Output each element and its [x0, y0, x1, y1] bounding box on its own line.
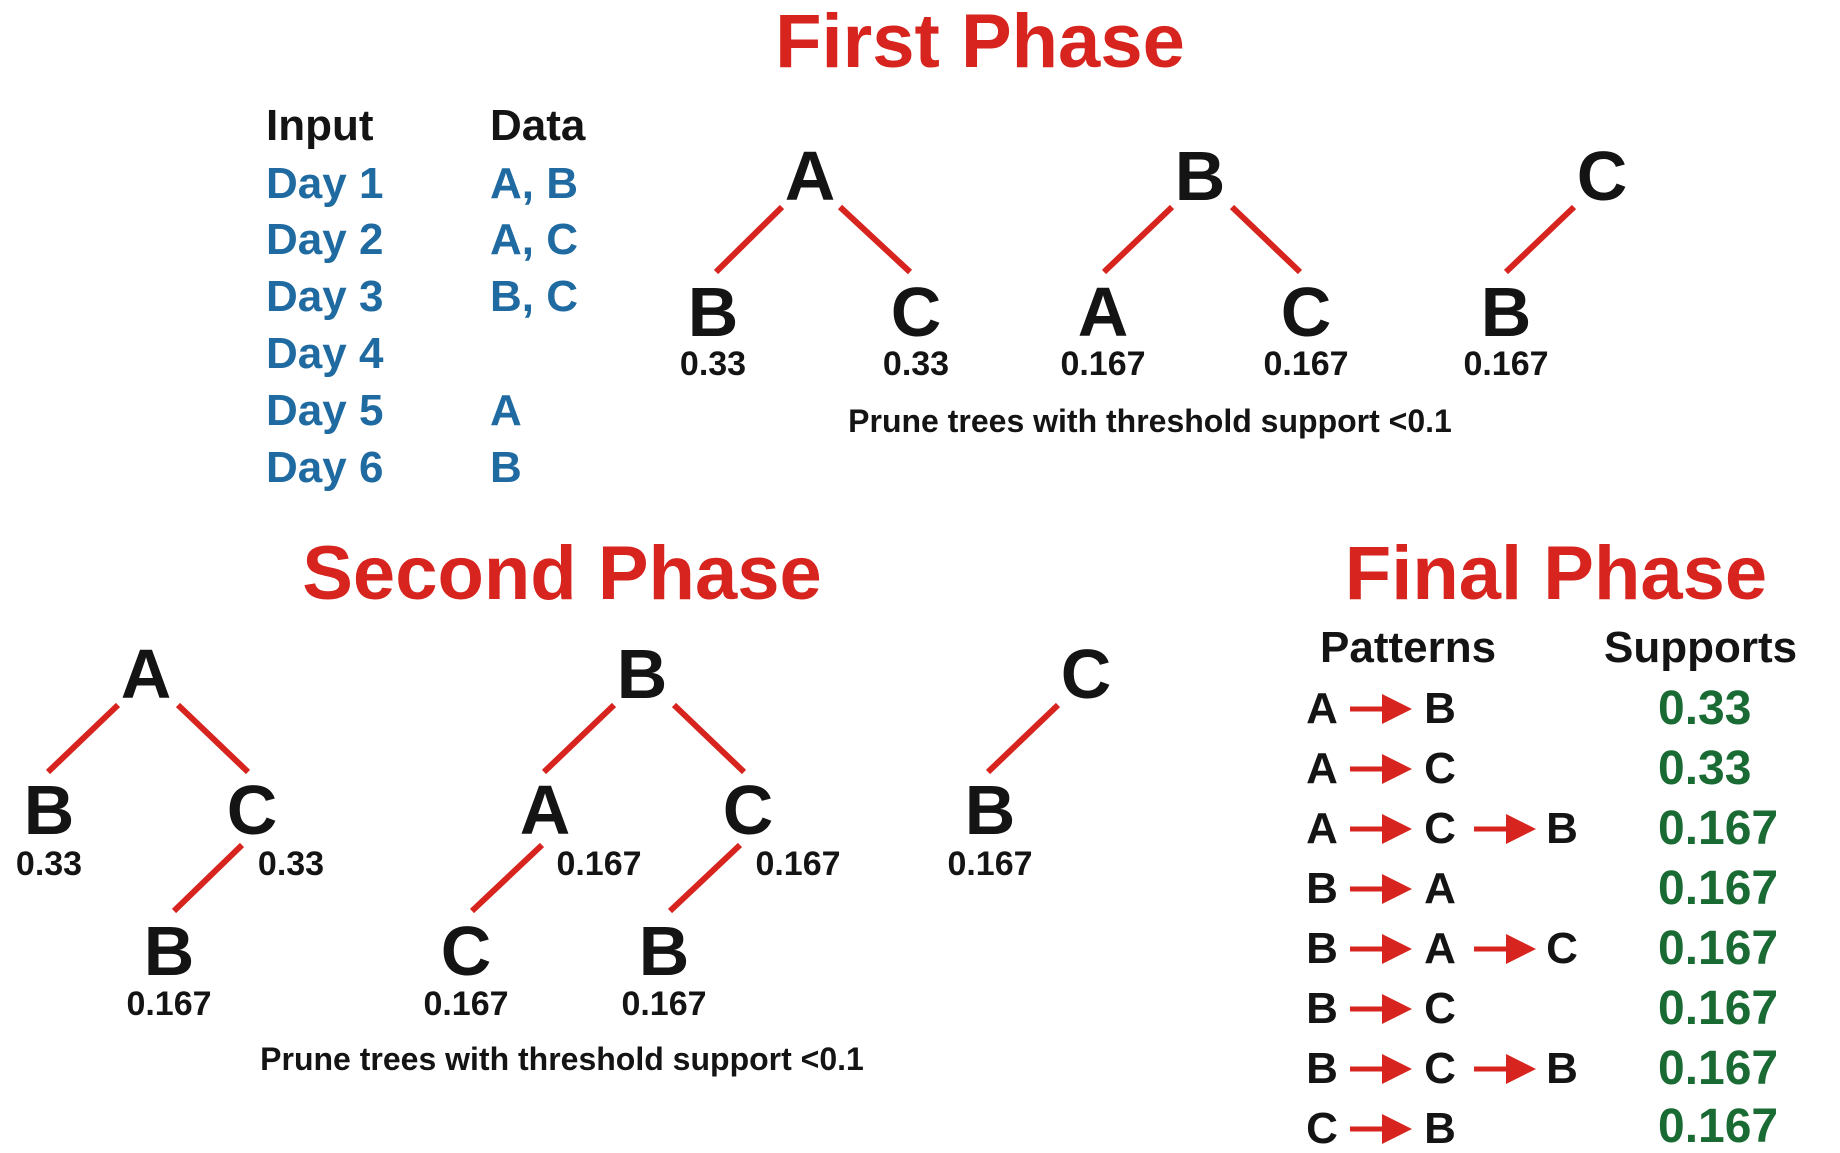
tree-edge [171, 842, 245, 914]
tree-node: B [1481, 273, 1532, 351]
day-label: Day 1 [266, 159, 384, 208]
day-label: Day 6 [266, 443, 384, 492]
tree-edge [667, 842, 743, 914]
tree-node: C [441, 912, 492, 990]
pattern-item: C [1424, 1044, 1456, 1093]
tree-node: B [688, 273, 739, 351]
pattern-support: 0.167 [1658, 982, 1779, 1035]
pattern-item: B [1306, 924, 1338, 973]
support-value: 0.33 [258, 845, 324, 883]
support-value: 0.167 [1463, 345, 1548, 383]
tree-nodes: A B C B A C C B A B C B B A C C B C B [24, 137, 1628, 990]
tree-edge [837, 204, 913, 275]
tree-edges [45, 204, 1577, 914]
tree-node-root: C [1577, 137, 1628, 215]
tree-node: C [227, 771, 278, 849]
tree-edge [671, 702, 747, 775]
tree-node: C [1281, 273, 1332, 351]
day-data: A, C [490, 215, 578, 264]
day-label: Day 2 [266, 215, 384, 264]
support-value: 0.33 [680, 345, 746, 383]
pattern-item: C [1546, 924, 1578, 973]
pattern-support: 0.33 [1658, 682, 1752, 735]
tree-edge [985, 702, 1061, 775]
support-value: 0.33 [16, 845, 82, 883]
tree-node-root: C [1061, 635, 1112, 713]
pattern-item: C [1424, 744, 1456, 793]
tree-edge [713, 204, 785, 275]
pattern-item: A [1306, 804, 1338, 853]
tree-edge [175, 702, 251, 775]
pattern-support: 0.167 [1658, 862, 1779, 915]
tree-node-root: B [617, 635, 668, 713]
pattern-item: A [1306, 684, 1338, 733]
tree-edge [1101, 204, 1175, 275]
support-value: 0.33 [883, 345, 949, 383]
support-value: 0.167 [556, 845, 641, 883]
tree-node: B [965, 771, 1016, 849]
input-header: Input [266, 101, 374, 150]
pattern-item: B [1546, 1044, 1578, 1093]
first-phase-prune-note: Prune trees with threshold support <0.1 [848, 403, 1452, 439]
first-phase-title: First Phase [775, 0, 1185, 84]
tree-node-root: A [785, 137, 836, 215]
pattern-item: A [1424, 924, 1456, 973]
pattern-item: A [1424, 864, 1456, 913]
second-phase-title: Second Phase [302, 531, 822, 616]
tree-node: C [723, 771, 774, 849]
tree-node: A [520, 771, 571, 849]
supports-header: Supports [1604, 623, 1798, 672]
support-value: 0.167 [1060, 345, 1145, 383]
pattern-arrows [1350, 694, 1536, 1144]
day-label: Day 4 [266, 329, 384, 378]
pattern-item: C [1306, 1104, 1338, 1153]
tree-edge [1229, 204, 1303, 275]
data-header: Data [490, 101, 586, 150]
tree-node: B [144, 912, 195, 990]
tree-node-root: B [1175, 137, 1226, 215]
patterns-header: Patterns [1320, 623, 1497, 672]
pattern-item: B [1306, 864, 1338, 913]
pattern-item: A [1306, 744, 1338, 793]
tree-edge [1503, 204, 1577, 275]
final-phase-title: Final Phase [1344, 531, 1768, 616]
day-data: A [490, 386, 522, 435]
support-value: 0.167 [423, 985, 508, 1023]
support-value: 0.167 [1263, 345, 1348, 383]
day-label: Day 5 [266, 386, 384, 435]
second-phase-prune-note: Prune trees with threshold support <0.1 [260, 1041, 864, 1077]
support-value: 0.167 [755, 845, 840, 883]
tree-edge [541, 702, 617, 775]
tree-edge [45, 702, 121, 775]
tree-node: B [24, 771, 75, 849]
pattern-item: B [1424, 684, 1456, 733]
pattern-item: B [1306, 984, 1338, 1033]
support-value: 0.167 [621, 985, 706, 1023]
pattern-support: 0.167 [1658, 802, 1779, 855]
pattern-support: 0.167 [1658, 1100, 1779, 1153]
tree-edge [469, 842, 545, 914]
pattern-support: 0.33 [1658, 742, 1752, 795]
pattern-item: B [1424, 1104, 1456, 1153]
support-value: 0.167 [126, 985, 211, 1023]
day-data: A, B [490, 159, 578, 208]
pattern-item: B [1306, 1044, 1338, 1093]
tree-supports: 0.33 0.33 0.167 0.167 0.167 0.33 0.33 0.… [16, 345, 1549, 1023]
tree-node: C [891, 273, 942, 351]
pattern-support: 0.167 [1658, 1042, 1779, 1095]
pattern-item: B [1546, 804, 1578, 853]
pattern-item: C [1424, 804, 1456, 853]
tree-node: A [1078, 273, 1129, 351]
tree-node: B [639, 912, 690, 990]
tree-node-root: A [121, 635, 172, 713]
day-data: B [490, 443, 522, 492]
day-data: B, C [490, 272, 578, 321]
pattern-support: 0.167 [1658, 922, 1779, 975]
day-label: Day 3 [266, 272, 384, 321]
support-value: 0.167 [947, 845, 1032, 883]
pattern-item: C [1424, 984, 1456, 1033]
